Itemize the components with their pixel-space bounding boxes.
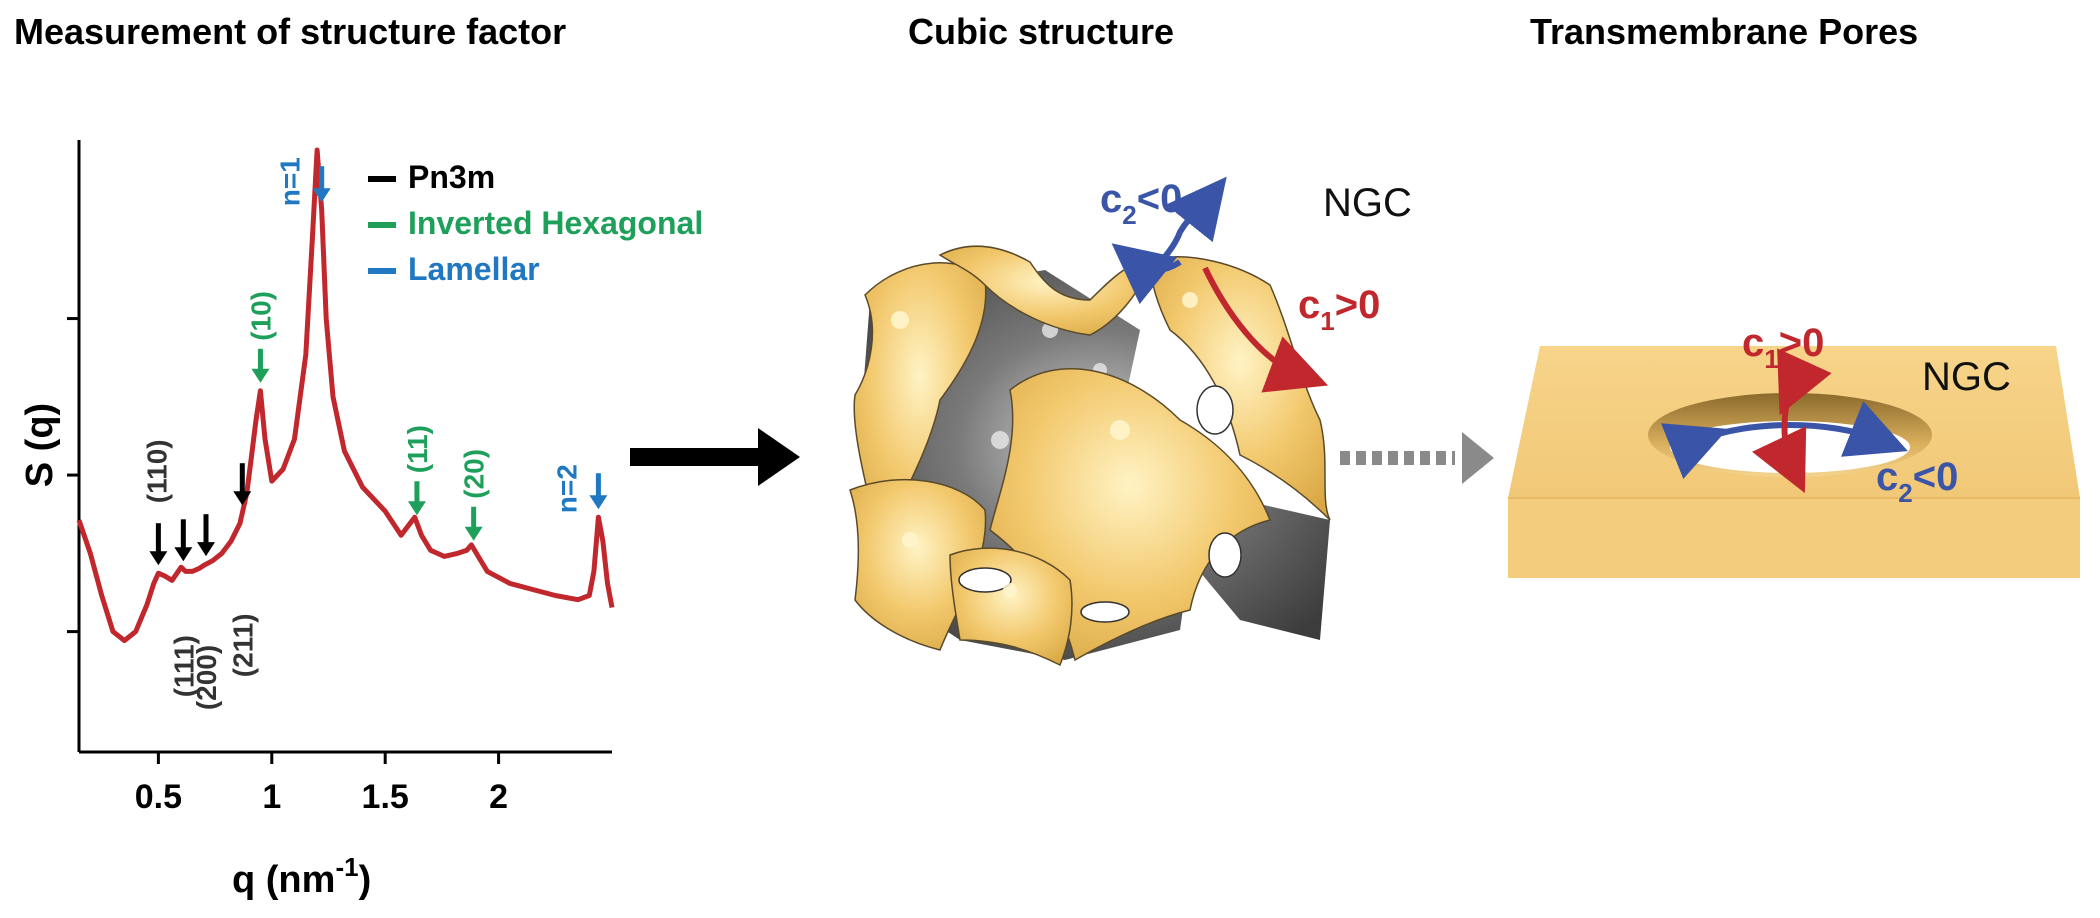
hexagonal-arrow-head xyxy=(464,526,483,541)
left-panel-title: Measurement of structure factor xyxy=(14,11,566,52)
y-axis-ticks xyxy=(67,317,79,634)
legend-swatch-lamellar xyxy=(368,268,396,274)
peak-annotations: (110) (111)(200)(211) (10) (11) (20) n=1 n=2 xyxy=(141,157,608,710)
cubic-c2-label: c2<0 xyxy=(1100,177,1182,230)
membrane-slab-front xyxy=(1508,498,2080,578)
cubic-structure-illustration: c2<0 c1>0 NGC xyxy=(849,176,1412,667)
middle-panel-title: Cubic structure xyxy=(908,11,1174,52)
hexagonal-label: (20) xyxy=(459,449,490,499)
legend-swatch-pn3m xyxy=(368,176,396,182)
black-arrow xyxy=(630,428,800,486)
cubic-pore-openings xyxy=(958,385,1242,623)
pn3m-label: (110) xyxy=(141,439,172,503)
x-tick-label: 1.5 xyxy=(362,778,409,816)
x-axis-label: q (nm-1) xyxy=(232,852,371,901)
pore-ngc-label: NGC xyxy=(1922,355,2011,399)
legend-label-hexagonal: Inverted Hexagonal xyxy=(408,205,703,241)
pn3m-arrow-head xyxy=(197,542,216,557)
structure-factor-curve xyxy=(76,147,615,644)
pn3m-label: (211) xyxy=(227,613,258,677)
x-axis-ticks: 0.5 1 1.5 2 xyxy=(135,752,508,816)
chart-legend: Pn3m Inverted Hexagonal Lamellar xyxy=(368,159,703,287)
pn3m-arrow-head xyxy=(233,491,252,506)
pore-c1-label: c1>0 xyxy=(1742,321,1824,374)
hexagonal-label: (11) xyxy=(402,425,433,473)
cubic-gold-surface-lower-left xyxy=(849,478,987,651)
cubic-c1-arrow xyxy=(1202,266,1329,393)
cubic-c1-label: c1>0 xyxy=(1298,283,1380,336)
lamellar-arrow-head xyxy=(589,495,608,510)
cubic-ngc-label: NGC xyxy=(1323,181,1412,225)
x-tick-label: 0.5 xyxy=(135,778,182,816)
transmembrane-pore-illustration: c1>0 c2<0 NGC xyxy=(1508,321,2080,578)
cubic-c2-arrow-left xyxy=(1111,243,1182,305)
lamellar-label: n=2 xyxy=(551,464,582,513)
lamellar-arrow-head xyxy=(312,188,331,203)
cubic-gold-highlights xyxy=(891,292,1198,597)
pn3m-arrow-head xyxy=(149,551,168,566)
lamellar-label: n=1 xyxy=(275,157,306,206)
legend-swatch-hexagonal xyxy=(368,222,396,228)
hexagonal-arrow-head xyxy=(407,501,426,516)
pore-c1-arrow xyxy=(1752,348,1832,494)
pn3m-label: (111) xyxy=(168,635,199,697)
right-panel-title: Transmembrane Pores xyxy=(1530,11,1918,52)
cubic-gold-surface-right xyxy=(1149,256,1331,521)
legend-label-lamellar: Lamellar xyxy=(408,251,540,287)
pn3m-label: (200) xyxy=(191,645,222,710)
pore-c2-label: c2<0 xyxy=(1876,455,1958,508)
x-tick-label: 1 xyxy=(262,778,281,816)
x-tick-label: 2 xyxy=(489,778,508,816)
y-axis-label: S (q) xyxy=(19,403,61,487)
legend-label-pn3m: Pn3m xyxy=(408,159,495,195)
dashed-gray-arrow xyxy=(1340,432,1494,484)
pn3m-arrow-head xyxy=(174,547,193,562)
hexagonal-label: (10) xyxy=(245,291,276,341)
hexagonal-arrow-head xyxy=(251,368,270,383)
